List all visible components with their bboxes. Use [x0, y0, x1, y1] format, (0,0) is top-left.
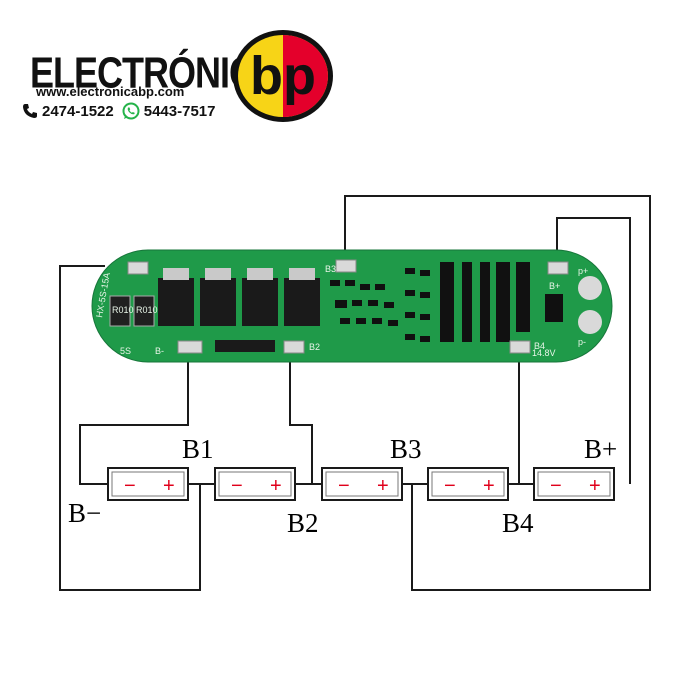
pcb-label-b2: B2 — [309, 342, 320, 352]
label-b4: B4 — [502, 508, 534, 538]
shunt-resistor — [109, 295, 131, 327]
wire-bplus — [556, 217, 631, 484]
cell-plus: + — [270, 475, 282, 497]
cell-plus: + — [163, 475, 175, 497]
pcb-label-pminus: p- — [578, 337, 586, 347]
label-b-plus: B+ — [584, 434, 617, 464]
wire-b2 — [289, 350, 313, 484]
phone-icon — [23, 104, 37, 118]
website-url: www.electronicabp.com — [36, 84, 185, 99]
pcb-label-b3: B3 — [325, 264, 336, 274]
pcb-label-voltage: 14.8V — [532, 348, 556, 358]
pcb-label-b4: B4 — [534, 341, 545, 351]
pcb-resistor-text: R010 — [112, 305, 134, 315]
logo-text: bp — [250, 46, 316, 106]
battery-cell-4: − + — [427, 467, 509, 501]
whatsapp-icon — [122, 102, 140, 120]
label-b2: B2 — [287, 508, 319, 538]
wires — [59, 195, 651, 591]
pcb-label-5s: 5S — [120, 346, 131, 356]
battery-cell-3: − + — [321, 467, 403, 501]
pcb-label-pplus: p+ — [578, 266, 588, 276]
wire-bplus-sense — [344, 195, 651, 591]
cell-plus: + — [483, 475, 495, 497]
cell-minus: − — [124, 475, 136, 497]
pcb-resistor-text: R010 — [136, 305, 158, 315]
bms-pcb: 5S B- B2 B3 B4 14.8V B+ p+ p- HX-5S-15A … — [91, 249, 613, 363]
smd-components — [215, 262, 563, 352]
label-b-minus: B− — [68, 498, 101, 528]
cell-minus: − — [231, 475, 243, 497]
cell-minus: − — [550, 475, 562, 497]
label-b3: B3 — [390, 434, 422, 464]
pcb-label-bplus: B+ — [549, 281, 560, 291]
phone-number: 2474-1522 — [42, 102, 114, 120]
store-header: ELECTRÓNICA bp www.electronicabp.com 247… — [0, 0, 360, 140]
mosfets — [158, 268, 320, 326]
battery-cell-5: − + — [533, 467, 615, 501]
shunt-resistor — [133, 295, 155, 327]
cell-plus: + — [377, 475, 389, 497]
wire-bminus — [59, 265, 201, 591]
wire-b1 — [79, 348, 189, 485]
label-b1: B1 — [182, 434, 214, 464]
pcb-label-bminus: B- — [155, 346, 164, 356]
battery-cell-2: − + — [214, 467, 296, 501]
battery-cells: − + − + − + − + − + — [107, 467, 615, 501]
pcb-pads — [127, 259, 602, 354]
contact-line: 2474-1522 5443-7517 — [22, 102, 215, 120]
whatsapp-number: 5443-7517 — [143, 102, 216, 120]
cell-minus: − — [444, 475, 456, 497]
battery-cell-1: − + — [107, 467, 189, 501]
bp-logo: bp — [233, 30, 333, 122]
cell-plus: + — [589, 475, 601, 497]
cell-minus: − — [338, 475, 350, 497]
